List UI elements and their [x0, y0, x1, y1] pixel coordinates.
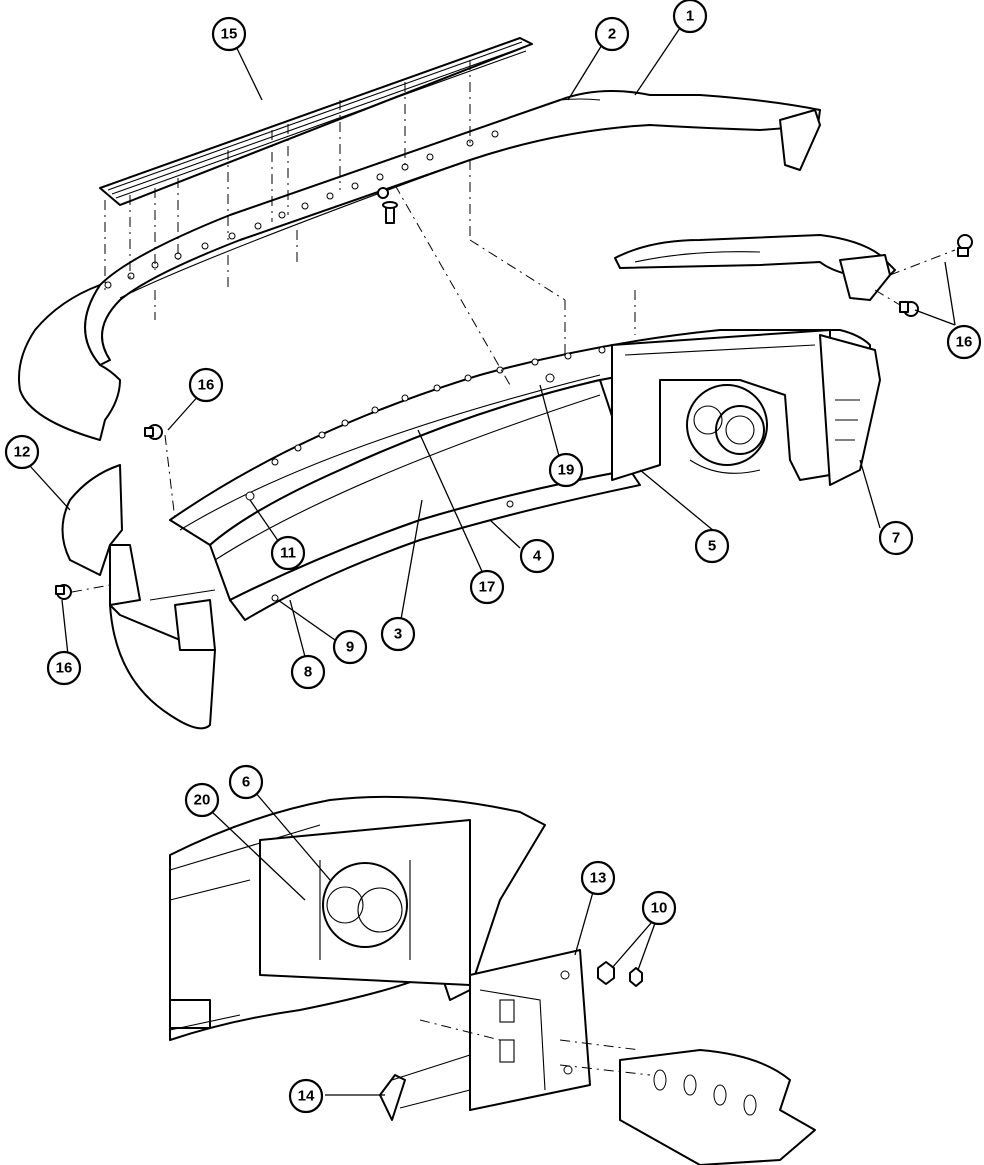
- leader-lines: [29, 27, 956, 1096]
- step-pad-fastener-lines: [104, 60, 471, 320]
- callout-3: 3: [380, 616, 416, 652]
- svg-text:1: 1: [686, 8, 694, 25]
- svg-text:15: 15: [221, 26, 238, 43]
- svg-text:12: 12: [14, 444, 31, 461]
- upper-fascia-holes: [104, 130, 499, 289]
- svg-text:16: 16: [956, 334, 973, 351]
- tow-bolts-part: [379, 1054, 471, 1121]
- svg-text:19: 19: [558, 462, 575, 479]
- svg-text:11: 11: [280, 545, 296, 562]
- svg-text:3: 3: [394, 626, 402, 643]
- step-pad-part: [99, 37, 533, 206]
- svg-text:8: 8: [304, 664, 312, 681]
- svg-text:13: 13: [590, 870, 607, 887]
- callout-8: 8: [290, 654, 326, 690]
- left-bolts: [55, 424, 176, 600]
- callout-7: 7: [878, 520, 914, 556]
- callout-9: 9: [332, 629, 368, 665]
- callout-20: 20: [184, 782, 220, 818]
- callout-16-left-upper: 16: [188, 367, 224, 403]
- main-bumper-dash-lines: [394, 160, 636, 386]
- upper-fascia-part: [18, 90, 821, 441]
- tow-hook-plate-part: [469, 949, 591, 1111]
- callout-4: 4: [519, 538, 555, 574]
- callout-1: 1: [672, 0, 708, 34]
- svg-text:6: 6: [242, 774, 250, 791]
- lower-detail-view: [169, 795, 546, 1041]
- callout-6: 6: [228, 764, 264, 800]
- svg-text:14: 14: [298, 1088, 315, 1105]
- svg-text:16: 16: [56, 660, 73, 677]
- right-bracket-with-fog-lamp: [611, 329, 881, 486]
- svg-text:2: 2: [608, 26, 616, 43]
- callout-15: 15: [211, 16, 247, 52]
- svg-text:7: 7: [892, 530, 900, 547]
- callout-14: 14: [288, 1078, 324, 1114]
- svg-text:5: 5: [708, 538, 716, 555]
- callout-10: 10: [641, 890, 677, 926]
- svg-text:4: 4: [533, 548, 542, 565]
- callout-16-right: 16: [946, 324, 982, 360]
- callout-13: 13: [580, 860, 616, 896]
- callout-2: 2: [594, 16, 630, 52]
- main-bumper-holes: [245, 346, 606, 602]
- right-end-bracket-part: [614, 234, 896, 301]
- callout-19: 19: [548, 452, 584, 488]
- right-bolts: [874, 234, 973, 317]
- svg-text:20: 20: [194, 792, 211, 809]
- callout-12: 12: [4, 434, 40, 470]
- bolt-fastener: [377, 187, 398, 224]
- svg-text:17: 17: [479, 579, 496, 596]
- svg-text:16: 16: [198, 377, 215, 394]
- callouts: 1 2 15 16 16 16 12 19 5 7 4 11 17 3 9 8 …: [4, 0, 982, 1114]
- svg-text:10: 10: [651, 900, 668, 917]
- svg-text:9: 9: [346, 639, 354, 656]
- callout-5: 5: [694, 528, 730, 564]
- callout-11: 11: [270, 535, 306, 571]
- callout-16-left-lower: 16: [46, 650, 82, 686]
- frame-rail: [419, 1019, 816, 1165]
- callout-17: 17: [469, 569, 505, 605]
- nuts-part: [597, 961, 643, 987]
